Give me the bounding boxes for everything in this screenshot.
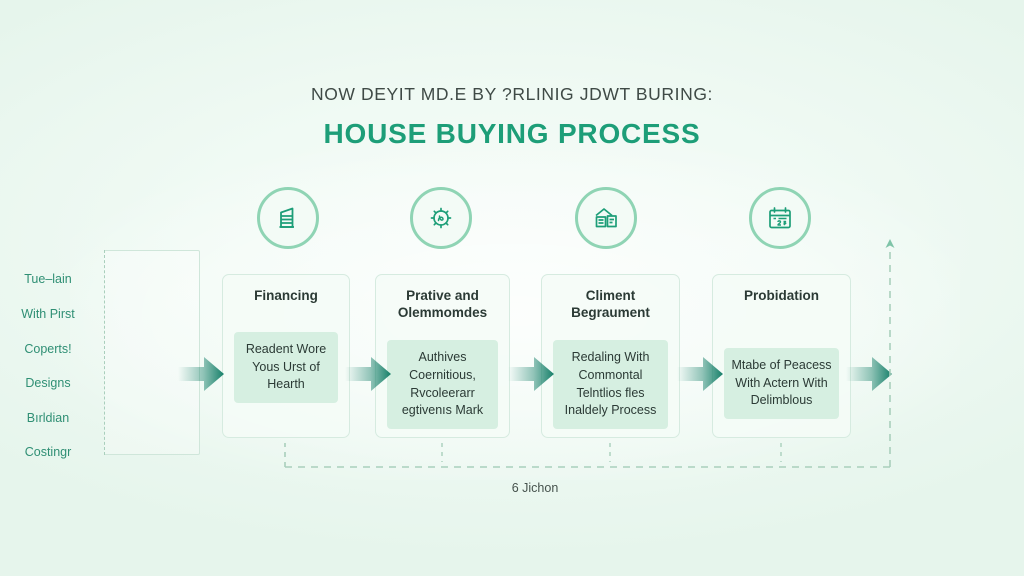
process-card-title: Financing: [254, 288, 318, 303]
process-card-title: Climent Begraument: [571, 288, 650, 321]
sidebar-item-2[interactable]: Coperts!: [0, 342, 96, 356]
process-card-body: Redaling With Commontal Telntlios fles I…: [553, 340, 668, 429]
flow-arrow-4: [846, 357, 892, 391]
process-card-title: Probidation: [744, 288, 819, 303]
process-card-4[interactable]: Probidation Mtabe of Peacess With Actern…: [712, 274, 851, 438]
sidebar-item-4[interactable]: Bırldian: [0, 411, 96, 425]
process-card-body: Authives Coernitious, Rvcoleerarr egtive…: [387, 340, 498, 429]
sidebar-item-5[interactable]: Costingr: [0, 445, 96, 459]
page-title: HOUSE BUYING PROCESS: [323, 118, 701, 149]
sidebar-item-label: Designs: [25, 376, 71, 390]
process-card-body: Readent Wore Yous Urst of Hearth: [234, 331, 338, 403]
step-icon-2: [410, 187, 472, 249]
step-icon-4: [749, 187, 811, 249]
calendar-icon: [766, 204, 794, 232]
compass-gear-icon: [427, 204, 455, 232]
building-document-icon: [274, 204, 302, 232]
step-icon-3: [575, 187, 637, 249]
sidebar-item-label: Tue–lain: [24, 272, 72, 286]
sidebar-item-label: Coperts!: [24, 342, 72, 356]
flow-arrow-0: [178, 357, 224, 391]
loop-caption: 6 Jichon: [511, 481, 559, 495]
loop-arrowhead: [885, 239, 895, 248]
process-card-1[interactable]: Financing Readent Wore Yous Urst of Hear…: [222, 274, 350, 438]
flow-arrow-3: [677, 357, 723, 391]
house-contract-icon: [592, 204, 620, 232]
flow-arrow-1: [345, 357, 391, 391]
process-card-2[interactable]: Prative and Olemmomdes Authives Coerniti…: [375, 274, 510, 438]
left-criteria-panel: [104, 250, 200, 455]
flow-arrow-2: [508, 357, 554, 391]
sidebar-item-1[interactable]: With Pirst: [0, 307, 96, 321]
sidebar-item-3[interactable]: Designs: [0, 376, 96, 390]
process-card-title: Prative and Olemmomdes: [397, 288, 488, 321]
sidebar-item-label: Costingr: [24, 445, 72, 459]
left-panel-dashed-edge: [104, 250, 105, 455]
sidebar-item-0[interactable]: Tue–lain: [0, 272, 96, 286]
process-card-body: Mtabe of Peacess With Actern With Delimb…: [724, 347, 839, 419]
eyebrow-text: NOW DEYIT MD.E BY ?RLINIG JDWT BURING:: [310, 84, 713, 104]
step-icon-1: [257, 187, 319, 249]
sidebar-item-label: With Pirst: [21, 307, 75, 321]
process-card-3[interactable]: Climent Begraument Redaling With Commont…: [541, 274, 680, 438]
sidebar-item-label: Bırldian: [26, 411, 70, 425]
